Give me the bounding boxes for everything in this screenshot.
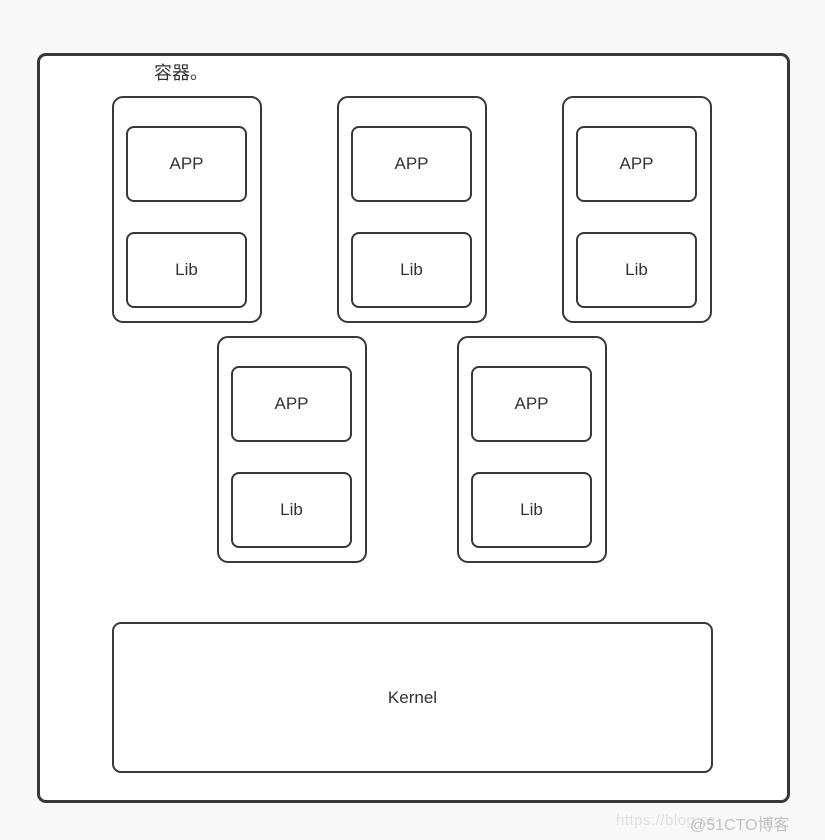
lib-label: Lib [400, 260, 423, 279]
container-box-5: APP Lib [457, 336, 607, 563]
container-box-2: APP Lib [337, 96, 487, 323]
app-label: APP [514, 394, 549, 413]
lib-box: Lib [576, 232, 697, 308]
watermark: https://blog.cs @51CTO博客 [0, 806, 825, 840]
app-label: APP [394, 154, 429, 173]
lib-label: Lib [625, 260, 648, 279]
containers-title-label: 容器。 [154, 63, 208, 83]
container-box-1: APP Lib [112, 96, 262, 323]
lib-label: Lib [520, 500, 543, 519]
container-box-3: APP Lib [562, 96, 712, 323]
app-box: APP [231, 366, 352, 442]
lib-label: Lib [280, 500, 303, 519]
lib-box: Lib [126, 232, 247, 308]
app-box: APP [576, 126, 697, 202]
kernel-box: Kernel [112, 622, 713, 773]
app-label: APP [274, 394, 309, 413]
kernel-label: Kernel [387, 687, 438, 707]
app-box: APP [351, 126, 472, 202]
container-box-4: APP Lib [217, 336, 367, 563]
app-box: APP [126, 126, 247, 202]
watermark-site-text: @51CTO博客 [690, 817, 790, 834]
app-box: APP [471, 366, 592, 442]
watermark-url-text: https://blog.cs [616, 812, 717, 829]
lib-box: Lib [351, 232, 472, 308]
app-label: APP [619, 154, 654, 173]
app-label: APP [169, 154, 204, 173]
lib-label: Lib [175, 260, 198, 279]
lib-box: Lib [231, 472, 352, 548]
lib-box: Lib [471, 472, 592, 548]
